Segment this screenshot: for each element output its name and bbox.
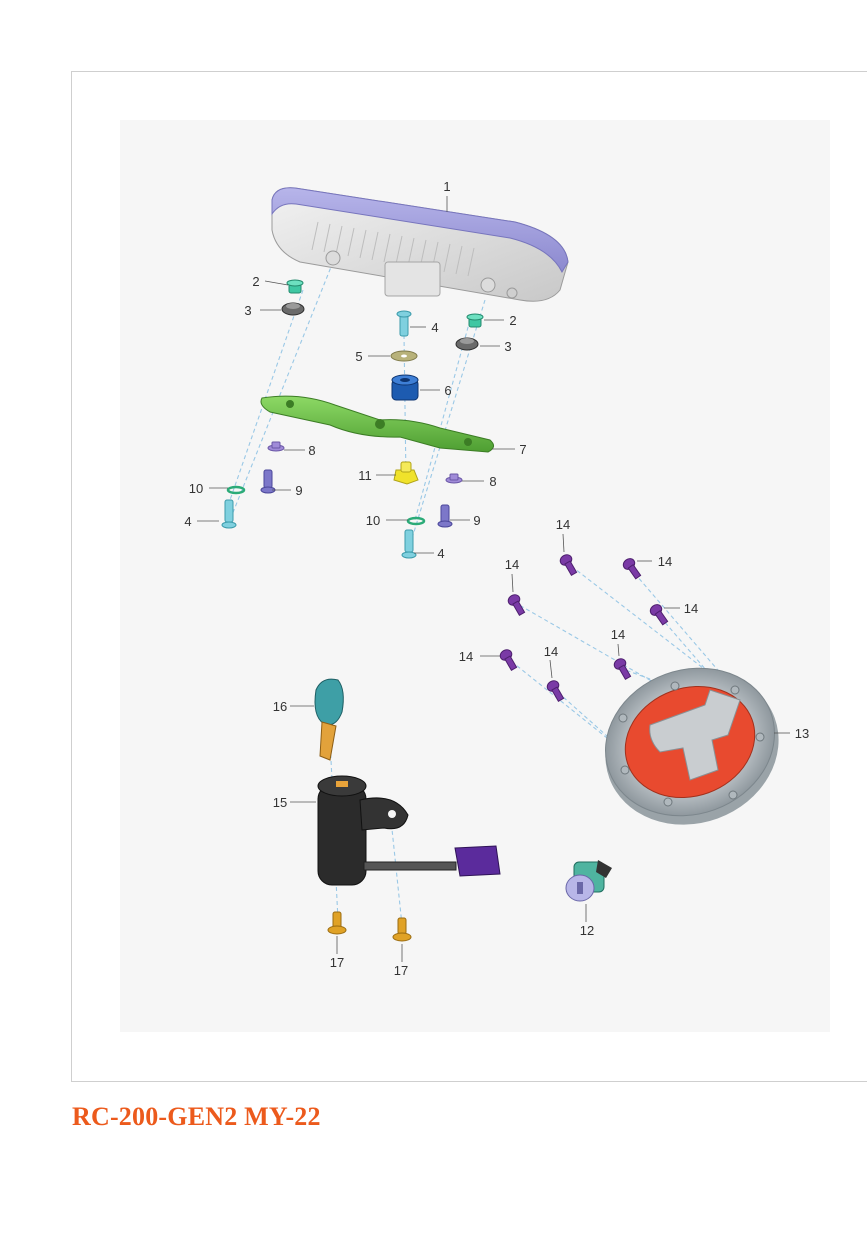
callout-label: 14: [658, 554, 672, 569]
callout-label: 4: [184, 514, 191, 529]
callout-label: 14: [544, 644, 558, 659]
bolt-cyan-part: [221, 310, 417, 559]
callout-labels: 1 2 3 4 2 3 5 6 7 8 11 8 10 9 4 10 9 4 1…: [184, 179, 809, 978]
callout-label: 15: [273, 795, 287, 810]
damper-part: [391, 374, 419, 401]
callout-label: 10: [366, 513, 380, 528]
callout-label: 4: [437, 546, 444, 561]
callout-label: 17: [394, 963, 408, 978]
bolt-lavender-part: [260, 469, 453, 528]
callout-label: 12: [580, 923, 594, 938]
callout-label: 3: [504, 339, 511, 354]
callout-label: 6: [444, 383, 451, 398]
callout-label: 14: [556, 517, 570, 532]
callout-leaders: [197, 196, 790, 962]
callout-label: 4: [431, 320, 438, 335]
callout-label: 9: [295, 483, 302, 498]
callout-label: 17: [330, 955, 344, 970]
o-ring-part: [226, 485, 426, 526]
washer-part: [390, 350, 418, 362]
grommet-part: [286, 279, 484, 328]
assembly-guide-lines: [227, 261, 736, 926]
callout-label: 11: [358, 468, 372, 483]
callout-label: 2: [252, 274, 259, 289]
rubber-bush-part: [281, 302, 479, 351]
bolt-violet-part: [499, 554, 669, 703]
callout-label: 8: [308, 443, 315, 458]
callout-label: 16: [273, 699, 287, 714]
callout-label: 14: [459, 649, 473, 664]
instrument-cluster-part: [271, 187, 569, 302]
collar-part: [267, 441, 463, 484]
callout-label: 10: [189, 481, 203, 496]
callout-label: 14: [505, 557, 519, 572]
seat-lock-part: [565, 860, 612, 902]
callout-label: 1: [443, 179, 450, 194]
callout-label: 8: [489, 474, 496, 489]
model-title: RC-200-GEN2 MY-22: [72, 1102, 321, 1131]
mounting-bracket-part: [260, 395, 494, 453]
callout-label: 13: [795, 726, 809, 741]
ignition-switch-part: [317, 775, 501, 886]
callout-label: 9: [473, 513, 480, 528]
bolt-gold-part: [327, 911, 412, 942]
callout-label: 14: [684, 601, 698, 616]
callout-label: 2: [509, 313, 516, 328]
key-part: [314, 678, 344, 761]
callout-label: 5: [355, 349, 362, 364]
callout-label: 3: [244, 303, 251, 318]
fuel-cap-part: [605, 667, 779, 825]
nut-part: [393, 461, 419, 485]
callout-label: 7: [519, 442, 526, 457]
callout-label: 14: [611, 627, 625, 642]
